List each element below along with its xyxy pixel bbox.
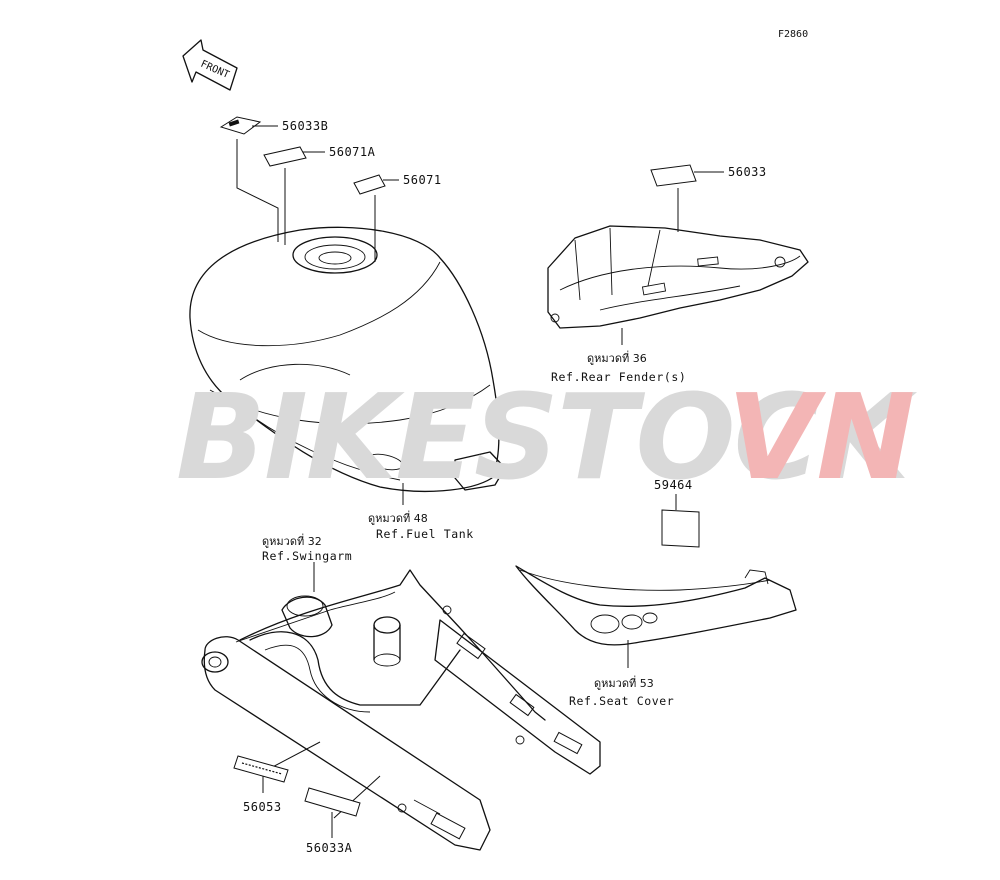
seat-cover (515, 565, 797, 668)
rear-fender-ref-thai: ดูหมวดที่ 36 (587, 350, 647, 365)
part-label-56071: 56071 (403, 173, 442, 187)
sticker-59464: 59464 (654, 478, 700, 548)
front-arrow-icon: FRONT (182, 39, 238, 91)
sticker-56033A: 56033A (304, 787, 361, 855)
swingarm-ref-thai: ดูหมวดที่ 32 (262, 533, 322, 548)
part-label-56033B: 56033B (282, 119, 328, 133)
watermark-text-gray: BIKESTOCK (176, 368, 917, 506)
swingarm (201, 562, 601, 851)
watermark-text-red: VN (727, 368, 913, 506)
fuel-tank-ref-label: Ref.Fuel Tank (376, 527, 474, 541)
part-label-56033A: 56033A (306, 841, 353, 855)
part-label-56071A: 56071A (329, 145, 376, 159)
fuel-tank-ref-thai: ดูหมวดที่ 48 (368, 510, 428, 525)
figure-code: F2860 (778, 29, 808, 40)
sticker-56053: 56053 (233, 755, 289, 814)
swingarm-ref-label: Ref.Swingarm (262, 549, 352, 563)
fuel-tank (189, 139, 506, 505)
part-label-56033: 56033 (728, 165, 767, 179)
part-label-56053: 56053 (243, 800, 282, 814)
seat-cover-ref-thai: ดูหมวดที่ 53 (594, 675, 654, 690)
watermark: BIKESTOCK VN (176, 368, 919, 506)
sticker-56033: 56033 (650, 164, 767, 187)
rear-fender-ref-label: Ref.Rear Fender(s) (551, 370, 686, 384)
rear-fender (547, 188, 809, 345)
sticker-56071A: 56071A (263, 145, 376, 167)
sticker-56033B: 56033B (219, 116, 328, 135)
sticker-56071: 56071 (353, 173, 442, 195)
part-label-59464: 59464 (654, 478, 693, 492)
seat-cover-ref-label: Ref.Seat Cover (569, 694, 674, 708)
